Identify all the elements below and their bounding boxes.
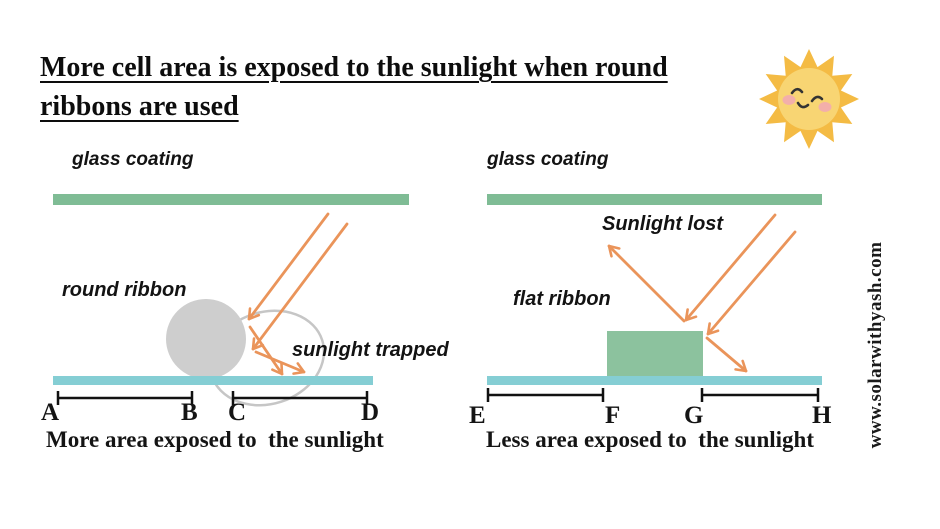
flat-ribbon-label: flat ribbon bbox=[513, 288, 611, 310]
marker-letter-a: A bbox=[41, 399, 60, 426]
glass-coating-bar-right bbox=[487, 194, 822, 205]
marker-letter-e: E bbox=[469, 402, 486, 429]
bracket-GH bbox=[700, 388, 820, 402]
page-title-line1: More cell area is exposed to the sunligh… bbox=[40, 52, 668, 83]
glass-coating-label-left: glass coating bbox=[72, 149, 194, 170]
sun-core-shape bbox=[778, 68, 840, 130]
marker-letter-c: C bbox=[228, 399, 247, 426]
ray-incoming-left-1 bbox=[247, 212, 330, 321]
sun-left-blush bbox=[782, 95, 796, 105]
ray-trapped-left-1 bbox=[248, 325, 284, 376]
sun-icon bbox=[759, 49, 859, 149]
sunlight-trapped-label: sunlight trapped bbox=[292, 339, 449, 361]
ray-incoming-left-2 bbox=[251, 222, 349, 351]
ray-incoming-right-1 bbox=[684, 213, 777, 322]
bracket-AB bbox=[56, 391, 194, 405]
marker-letter-d: D bbox=[361, 399, 380, 426]
round-ribbon-shape bbox=[166, 299, 246, 379]
watermark-url: www.solarwithyash.com bbox=[865, 241, 886, 449]
sun-right-blush bbox=[818, 102, 832, 112]
flat-ribbon-shape bbox=[607, 331, 703, 377]
cell-bar-left bbox=[53, 376, 373, 385]
sun-left-eye bbox=[790, 87, 804, 95]
caption-less-area: Less area exposed to the sunlight bbox=[486, 427, 814, 452]
ray-incoming-right-2 bbox=[706, 230, 797, 336]
bracket-EF bbox=[486, 388, 605, 402]
sun-mouth bbox=[796, 101, 810, 109]
page-title: More cell area is exposed to the sunligh… bbox=[40, 48, 780, 126]
cell-bar-right bbox=[487, 376, 822, 385]
sunlight-lost-label: Sunlight lost bbox=[602, 213, 724, 235]
marker-letter-g: G bbox=[684, 402, 704, 429]
marker-letter-f: F bbox=[605, 402, 621, 429]
marker-letter-b: B bbox=[181, 399, 198, 426]
page-title-line2: ribbons are used bbox=[40, 91, 239, 122]
round-ribbon-label: round ribbon bbox=[62, 279, 187, 301]
caption-more-area: More area exposed to the sunlight bbox=[46, 427, 384, 452]
glass-coating-label-right: glass coating bbox=[487, 149, 609, 170]
ray-lost-right bbox=[607, 244, 686, 323]
glass-coating-bar-left bbox=[53, 194, 409, 205]
sun-right-eye bbox=[810, 95, 824, 103]
bracket-CD bbox=[231, 391, 369, 405]
ray-trapped-left-2 bbox=[254, 350, 306, 375]
marker-letter-h: H bbox=[812, 402, 832, 429]
ray-bounce-right bbox=[705, 336, 748, 373]
